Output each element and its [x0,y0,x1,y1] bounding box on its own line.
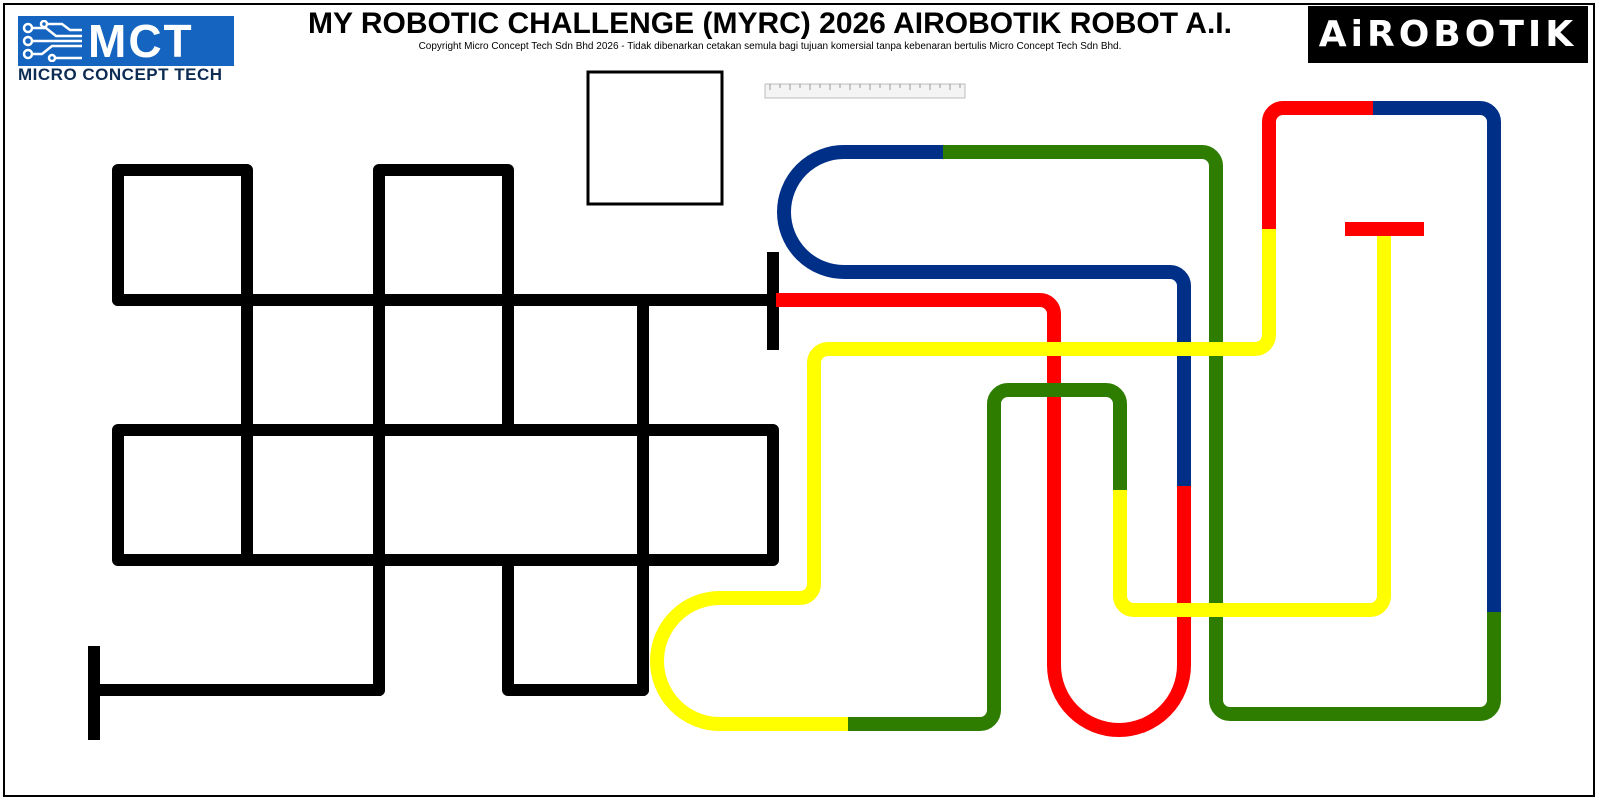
airobotik-logo-text: AiROBOTIK [1318,14,1578,55]
blue-line-right [1373,101,1501,612]
mct-logo: MCT MICRO CONCEPT TECH [18,16,234,86]
mct-logo-subtitle: MICRO CONCEPT TECH [18,65,223,84]
black-grid-maze [91,164,782,696]
page-title: MY ROBOTIC CHALLENGE (MYRC) 2026 AIROBOT… [308,7,1232,40]
ruler-icon [764,83,966,99]
circuit-icon [22,20,82,62]
mct-logo-badge: MCT [18,16,234,66]
mat-border [3,3,1595,797]
yellow-line-end [1113,234,1391,617]
green-line-bottom [848,383,1127,731]
green-line-top [943,145,1501,721]
blue-line-top-loop [777,145,1191,486]
mct-logo-text: MCT [88,15,194,67]
red-line-middle [776,293,1191,737]
yellow-line [650,229,1276,731]
start-square [586,70,724,206]
airobotik-logo: AiROBOTIK [1308,6,1588,63]
copyright-notice: Copyright Micro Concept Tech Sdn Bhd 202… [418,41,1122,52]
red-line-top-right [1262,101,1373,229]
